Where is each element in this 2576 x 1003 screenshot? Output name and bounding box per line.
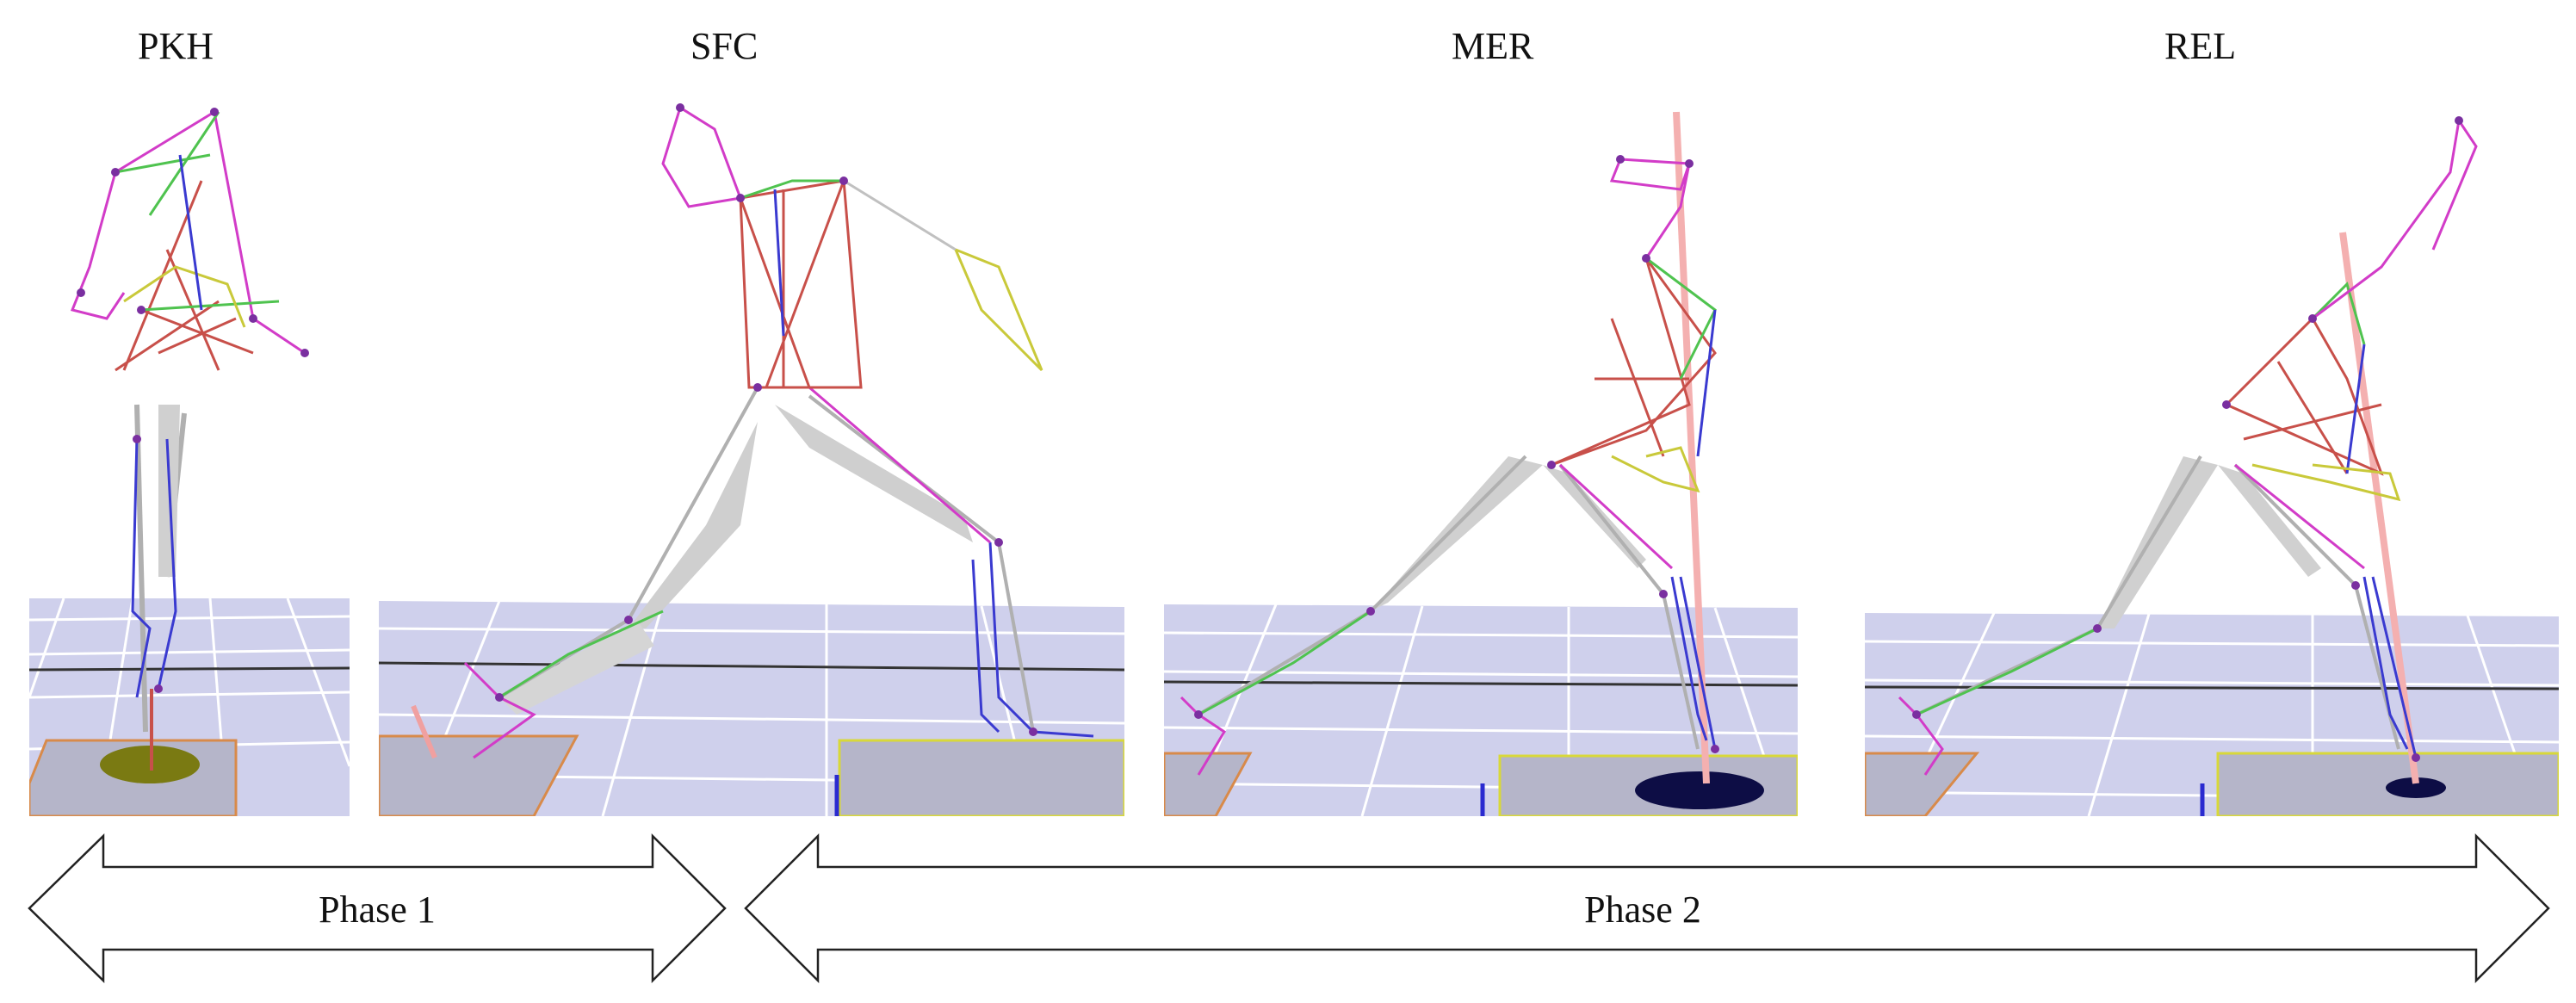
rel-force-disc [2386,777,2446,798]
rel-skeleton-scene [1865,116,2559,816]
label-mer: MER [1452,25,1534,67]
mer-force-plate-left [1164,752,1253,816]
panel-sfc [379,95,1124,816]
label-sfc: SFC [690,25,759,67]
phase2-label: Phase 2 [1584,888,1701,931]
panel-rel [1865,95,2559,816]
phase1-label: Phase 1 [319,888,436,931]
panel-pkh [29,95,350,816]
sfc-force-plate-right [838,739,1124,816]
pkh-skeleton-scene [29,108,350,816]
mer-force-disc [1635,771,1764,809]
label-pkh: PKH [138,25,214,67]
phase2-arrow [744,833,2550,984]
label-rel: REL [2164,25,2237,67]
sfc-force-plate-left [379,734,579,816]
mer-skeleton-scene [1164,111,1798,816]
panel-mer [1164,95,1798,816]
phase-arrows: Phase 1 Phase 2 [28,833,2550,984]
sfc-skeleton-scene [379,103,1124,816]
phase1-arrow [28,833,727,984]
